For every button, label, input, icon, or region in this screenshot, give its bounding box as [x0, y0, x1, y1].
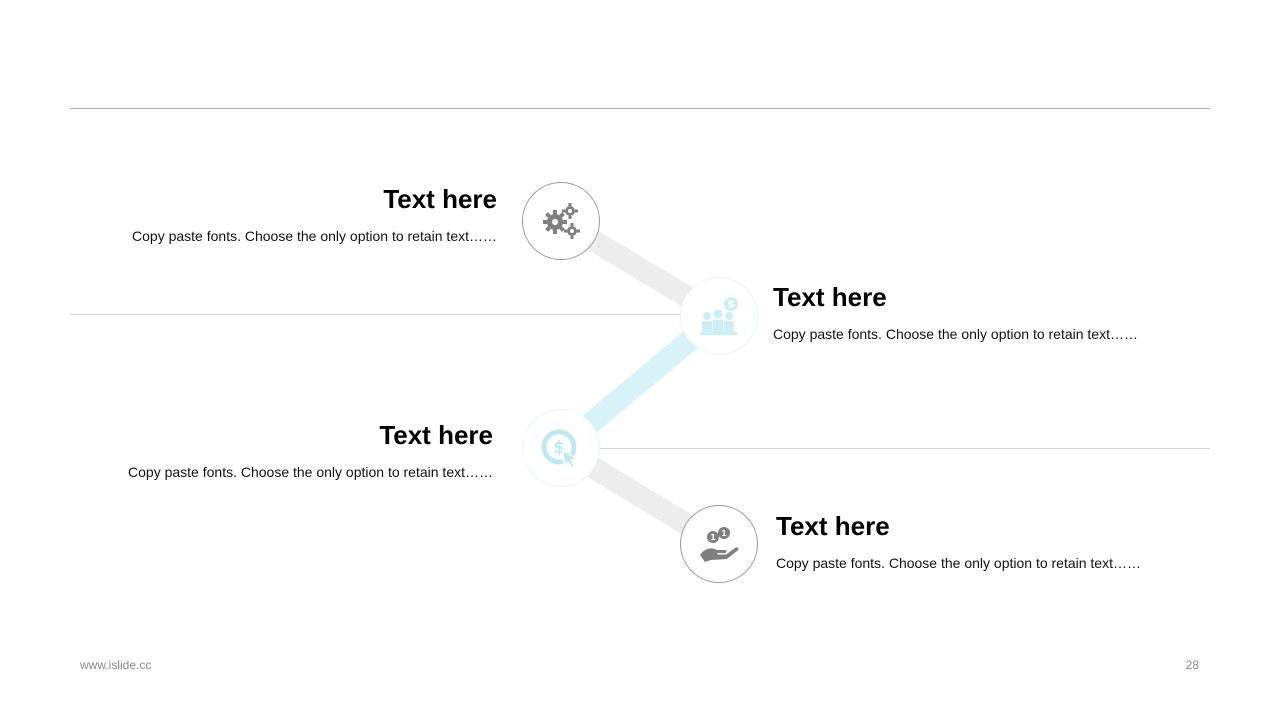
divider-right: [600, 448, 1210, 449]
node-3: $: [522, 409, 600, 487]
item-3-text: Text here Copy paste fonts. Choose the o…: [128, 420, 493, 481]
item-2-desc: Copy paste fonts. Choose the only option…: [773, 326, 1138, 342]
top-divider: [70, 108, 1210, 109]
item-1-text: Text here Copy paste fonts. Choose the o…: [132, 184, 497, 245]
item-1-desc: Copy paste fonts. Choose the only option…: [132, 228, 497, 244]
gears-icon: [543, 203, 580, 239]
svg-text:1: 1: [721, 529, 727, 538]
item-4-desc: Copy paste fonts. Choose the only option…: [776, 555, 1141, 571]
item-3-desc: Copy paste fonts. Choose the only option…: [128, 464, 493, 480]
divider-left: [70, 314, 682, 315]
item-4-title: Text here: [776, 511, 890, 541]
svg-text:1: 1: [710, 533, 716, 542]
node-1: [522, 182, 600, 260]
item-3-title: Text here: [379, 420, 493, 450]
item-4-text: Text here Copy paste fonts. Choose the o…: [776, 511, 1141, 572]
svg-text:$: $: [553, 438, 565, 458]
item-1-title: Text here: [383, 184, 497, 214]
item-2-title: Text here: [773, 282, 887, 312]
dollar-click-icon: $: [541, 429, 580, 469]
item-2-text: Text here Copy paste fonts. Choose the o…: [773, 282, 1138, 343]
team-dollar-icon: $: [700, 297, 738, 335]
footer-site-link[interactable]: www.islide.cc: [80, 658, 152, 672]
svg-text:$: $: [728, 300, 735, 311]
node-2: $: [680, 277, 758, 355]
page-number: 28: [1185, 658, 1199, 672]
